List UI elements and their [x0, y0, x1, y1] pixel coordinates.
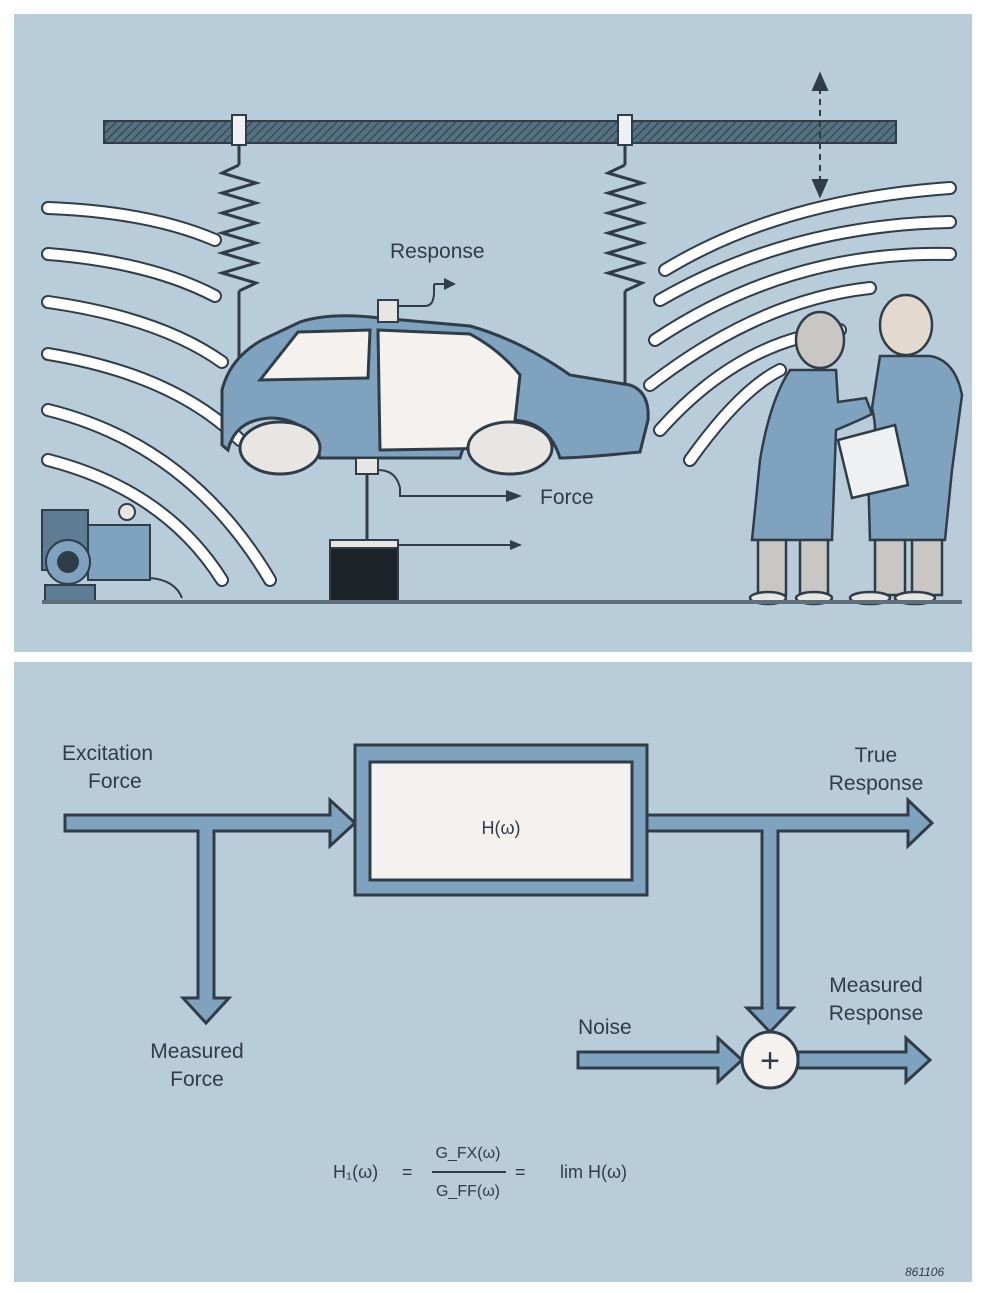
equation-equals-2: = [515, 1162, 526, 1182]
block-diagram: + Excitation Force H(ω) True Response Me… [62, 742, 935, 1091]
excitation-input-arrow [63, 796, 358, 1026]
noise-arrow [576, 1034, 745, 1086]
measured-response-label-2: Response [829, 1002, 924, 1025]
car-body [220, 314, 650, 476]
true-response-label-2: Response [829, 772, 924, 795]
true-response-arrow [645, 796, 935, 1035]
system-box [368, 760, 634, 882]
spring-left [216, 114, 262, 365]
force-sensor [355, 457, 522, 540]
overhead-beam [103, 120, 897, 144]
equation-denominator: G_FF(ω) [436, 1183, 500, 1200]
test-rig-illustration: Response Force [41, 71, 964, 606]
floor-line [42, 600, 962, 604]
spring-right [602, 114, 648, 395]
measured-response-arrow [796, 1034, 933, 1086]
response-sensor [377, 278, 456, 323]
measured-response-label-1: Measured [829, 974, 922, 997]
equation-lhs: H₁(ω) [333, 1162, 378, 1182]
response-label: Response [390, 240, 485, 263]
equation: H₁(ω) = G_FX(ω) G_FF(ω) = lim H(ω) [333, 1145, 627, 1200]
vertical-motion-arrow [811, 71, 829, 199]
system-label: H(ω) [481, 818, 520, 838]
equation-equals-1: = [402, 1162, 413, 1182]
summing-symbol: + [760, 1042, 780, 1080]
measured-force-label-2: Force [170, 1068, 224, 1091]
engineers [748, 293, 964, 606]
measured-force-label-1: Measured [150, 1040, 243, 1063]
excitation-label-2: Force [88, 770, 142, 793]
shaker [329, 539, 522, 603]
equation-rhs: lim H(ω) [560, 1162, 627, 1182]
equation-numerator: G_FX(ω) [436, 1145, 501, 1162]
excitation-label-1: Excitation [62, 742, 153, 765]
figure-number: 861106 [905, 1265, 944, 1279]
noise-label: Noise [578, 1016, 632, 1039]
true-response-label-1: True [855, 744, 897, 767]
force-label: Force [540, 486, 594, 509]
compressor [41, 503, 183, 602]
